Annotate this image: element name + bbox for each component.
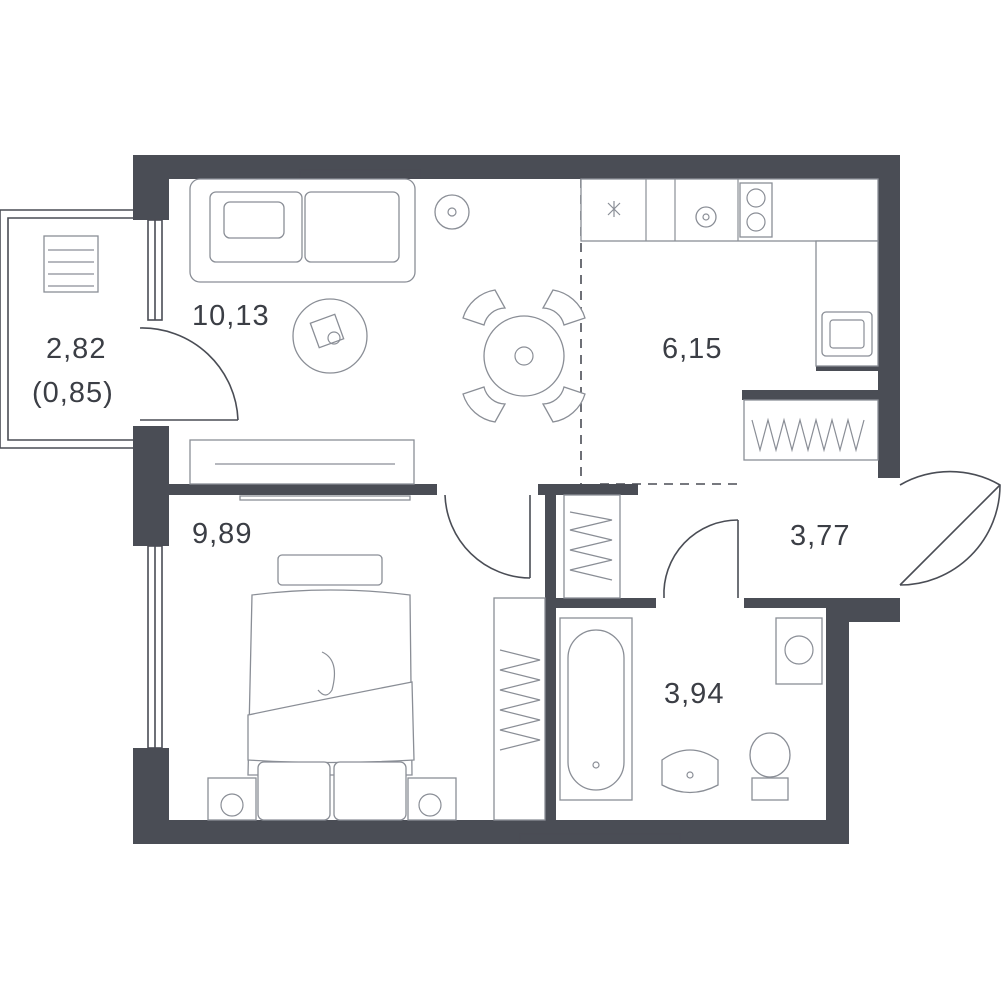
kitchen-sink-icon: [821, 311, 873, 357]
windows: [147, 169, 681, 843]
coffee-table: [292, 298, 368, 374]
hallway-closet: [563, 494, 621, 599]
hood-icon: [607, 201, 621, 217]
cooktop-icon: [739, 182, 773, 238]
nightstand-left: [207, 777, 257, 821]
bedroom-door: [444, 494, 531, 579]
doors: [139, 327, 1001, 599]
dining-table: [462, 289, 586, 423]
wardrobe-bedroom: [493, 597, 546, 821]
water-filter-icon: [695, 206, 717, 228]
hallway-area-label: 3,77: [790, 520, 850, 552]
washbasin-icon: [661, 749, 719, 794]
exterior-walls: [133, 155, 900, 844]
balcony: [0, 209, 133, 449]
balcony-reduced-area-label: (0,85): [32, 377, 114, 409]
wardrobe-kitchen: [743, 399, 879, 461]
nightstand-right: [407, 777, 457, 821]
tv-stand: [189, 439, 415, 501]
bed: [247, 554, 415, 821]
washing-machine-icon: [775, 617, 823, 685]
room-labels: 2,82 (0,85) 10,13 6,15 9,89 3,77 3,94: [32, 300, 850, 710]
floor-lamp-icon: [434, 194, 470, 230]
balcony-area-label: 2,82: [46, 333, 106, 365]
bathtub: [559, 617, 633, 801]
entrance-door: [899, 470, 1001, 586]
balcony-door: [139, 327, 239, 421]
toilet-icon: [749, 732, 791, 801]
bathroom-area-label: 3,94: [664, 678, 724, 710]
bathroom-door: [663, 519, 739, 599]
interior-walls: [169, 366, 878, 820]
kitchen-area-label: 6,15: [662, 333, 722, 365]
drying-rack-icon: [43, 235, 99, 293]
bedroom-area-label: 9,89: [192, 518, 252, 550]
sofa: [189, 178, 416, 283]
living-room-area-label: 10,13: [192, 300, 270, 332]
kitchen-counter: [580, 178, 879, 367]
